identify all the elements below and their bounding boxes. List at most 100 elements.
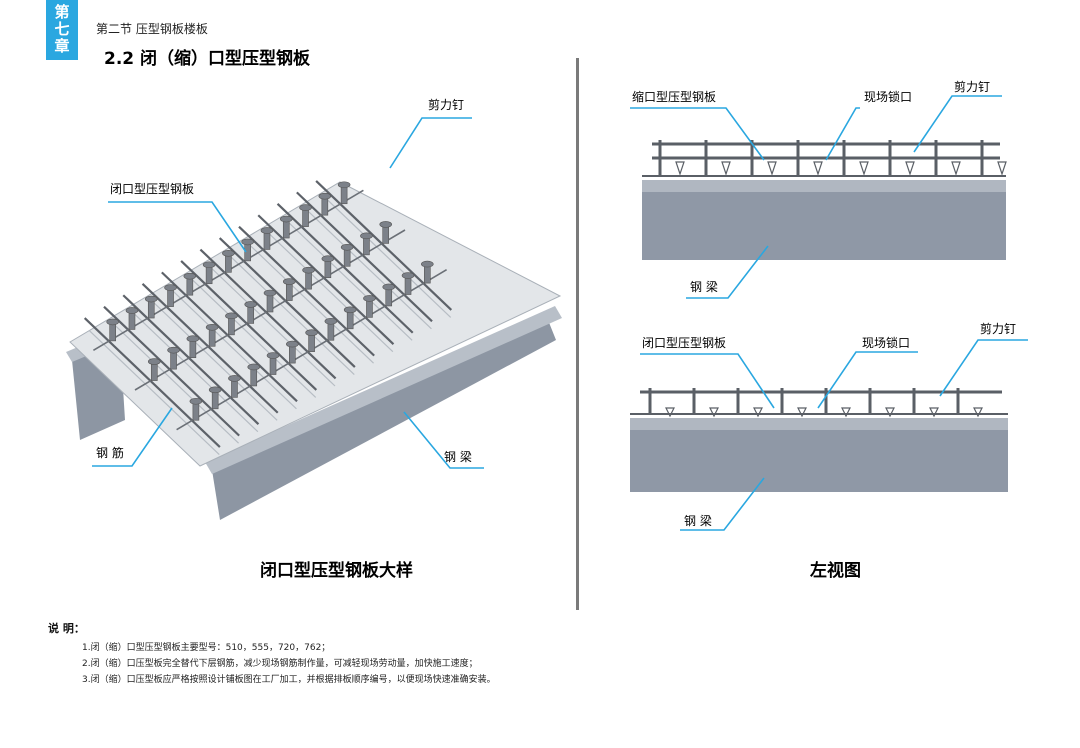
caption-detail: 闭口型压型钢板大样	[260, 561, 413, 581]
notes-heading: 说 明：	[48, 622, 85, 635]
stud	[150, 362, 158, 381]
stud-head	[144, 295, 158, 303]
deck-rib	[262, 227, 394, 353]
chapter-tab: 第 七 章	[46, 0, 78, 60]
deck-rib	[166, 284, 297, 410]
deck-rib	[951, 161, 961, 176]
divider	[576, 58, 579, 610]
elevation-bottom	[630, 388, 1008, 492]
stud	[211, 390, 219, 410]
stud-head	[202, 261, 216, 269]
beam-top-shade	[630, 418, 1008, 430]
note-item: 2.闭（缩）口压型板完全替代下层钢筋，减少现场钢筋制作量，可减轻现场劳动量，加快…	[82, 659, 478, 669]
rebar-long	[122, 294, 260, 425]
rebar-long	[238, 225, 375, 357]
label-shear-stud: 剪力钉	[428, 98, 465, 112]
note-item: 3.闭（缩）口压型板应严格按照设计铺板图在工厂加工，并根据排板顺序编号，以便现场…	[82, 675, 496, 685]
section-label: 第二节 压型钢板楼板	[96, 22, 208, 36]
note-item: 1.闭（缩）口型压型钢板主要型号：510，555，720，762；	[82, 643, 331, 653]
stud	[305, 270, 312, 290]
stud	[327, 321, 335, 341]
stud-head	[305, 329, 318, 336]
deck-rib	[675, 161, 685, 176]
deck-rib	[997, 161, 1007, 176]
stud	[263, 231, 271, 250]
rebar-long	[161, 271, 298, 403]
deck-rib	[665, 407, 675, 418]
stud-head	[279, 215, 293, 223]
stud	[302, 208, 309, 227]
stud	[308, 333, 315, 352]
stud	[109, 322, 116, 342]
deck-rib	[859, 161, 869, 176]
label-steel-beam: 钢 梁	[690, 280, 718, 294]
label-shear-stud: 剪力钉	[954, 80, 991, 94]
stud-head	[337, 181, 351, 189]
label-closed-deck: 闭口型压型钢板	[642, 336, 727, 350]
stud-head	[186, 335, 200, 343]
stud	[289, 344, 296, 364]
rebar-long	[276, 203, 414, 334]
stud	[128, 311, 136, 330]
stud	[343, 247, 351, 267]
stud	[205, 265, 213, 285]
stud	[382, 225, 390, 244]
stud	[231, 379, 238, 398]
stud-head	[125, 307, 139, 314]
rebar-long	[103, 305, 240, 437]
stud	[366, 299, 373, 318]
label-steel-beam: 钢 梁	[684, 514, 712, 528]
stud	[266, 293, 274, 313]
label-steel-beam: 钢 梁	[444, 450, 472, 464]
stud-head	[260, 227, 274, 234]
caption-side-view: 左视图	[810, 561, 861, 581]
beam-top-shade	[642, 180, 1006, 192]
deck-rib	[281, 215, 413, 341]
deck-rib	[797, 407, 807, 418]
stud-head	[299, 204, 312, 211]
deck-rib	[301, 204, 432, 330]
stud	[192, 401, 200, 421]
stud-head	[244, 301, 258, 308]
rebar-long	[83, 317, 221, 448]
rebar-long	[141, 283, 279, 414]
stud-head	[286, 340, 299, 348]
stud-head	[205, 323, 219, 331]
chapter-char: 第	[54, 3, 70, 21]
stud	[363, 236, 370, 256]
deck-rib	[223, 250, 355, 376]
stud-head	[421, 260, 434, 268]
leader-lines	[92, 95, 1028, 531]
iso-deck-illustration	[66, 180, 562, 520]
stud	[269, 356, 277, 375]
stud-head	[343, 306, 357, 314]
stud-head	[164, 284, 177, 291]
stud	[346, 310, 354, 330]
stud-head	[302, 266, 315, 274]
rebar-long	[257, 214, 395, 345]
stud-head	[228, 375, 241, 382]
deck-rib	[721, 161, 731, 176]
stud-head	[263, 289, 277, 297]
rebar-long	[199, 248, 337, 380]
label-shear-stud: 剪力钉	[980, 322, 1017, 336]
stud	[186, 276, 194, 296]
deck-rib	[973, 407, 983, 418]
stud-head	[225, 312, 238, 320]
stud-head	[189, 397, 203, 405]
steel-beam-front	[212, 320, 556, 520]
stud	[170, 350, 177, 370]
stud-head	[401, 272, 415, 279]
steel-beam-front-flange	[205, 306, 562, 474]
deck-rib	[709, 407, 719, 418]
stud-head	[318, 192, 332, 200]
label-rebar: 钢 筋	[96, 446, 124, 460]
stud-head	[282, 278, 296, 285]
stud-head	[247, 363, 261, 371]
deck-rib	[813, 161, 823, 176]
deck-rib	[88, 330, 220, 456]
stud-head	[167, 346, 180, 354]
stud-head	[266, 352, 280, 359]
stud	[385, 287, 393, 307]
